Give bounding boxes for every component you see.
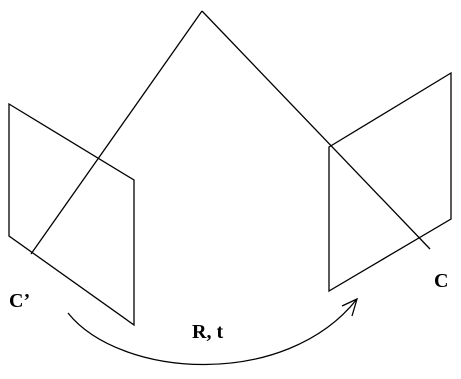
left-ray	[30, 10, 203, 255]
left-camera-label: C’	[9, 290, 30, 312]
motion-arrowhead-icon	[341, 297, 359, 317]
motion-label: R, t	[192, 321, 223, 343]
left-image-plane	[8, 102, 135, 327]
motion-arc	[67, 298, 358, 366]
right-camera-label: C	[434, 270, 448, 292]
right-image-plane	[328, 71, 452, 293]
right-ray	[201, 10, 431, 250]
